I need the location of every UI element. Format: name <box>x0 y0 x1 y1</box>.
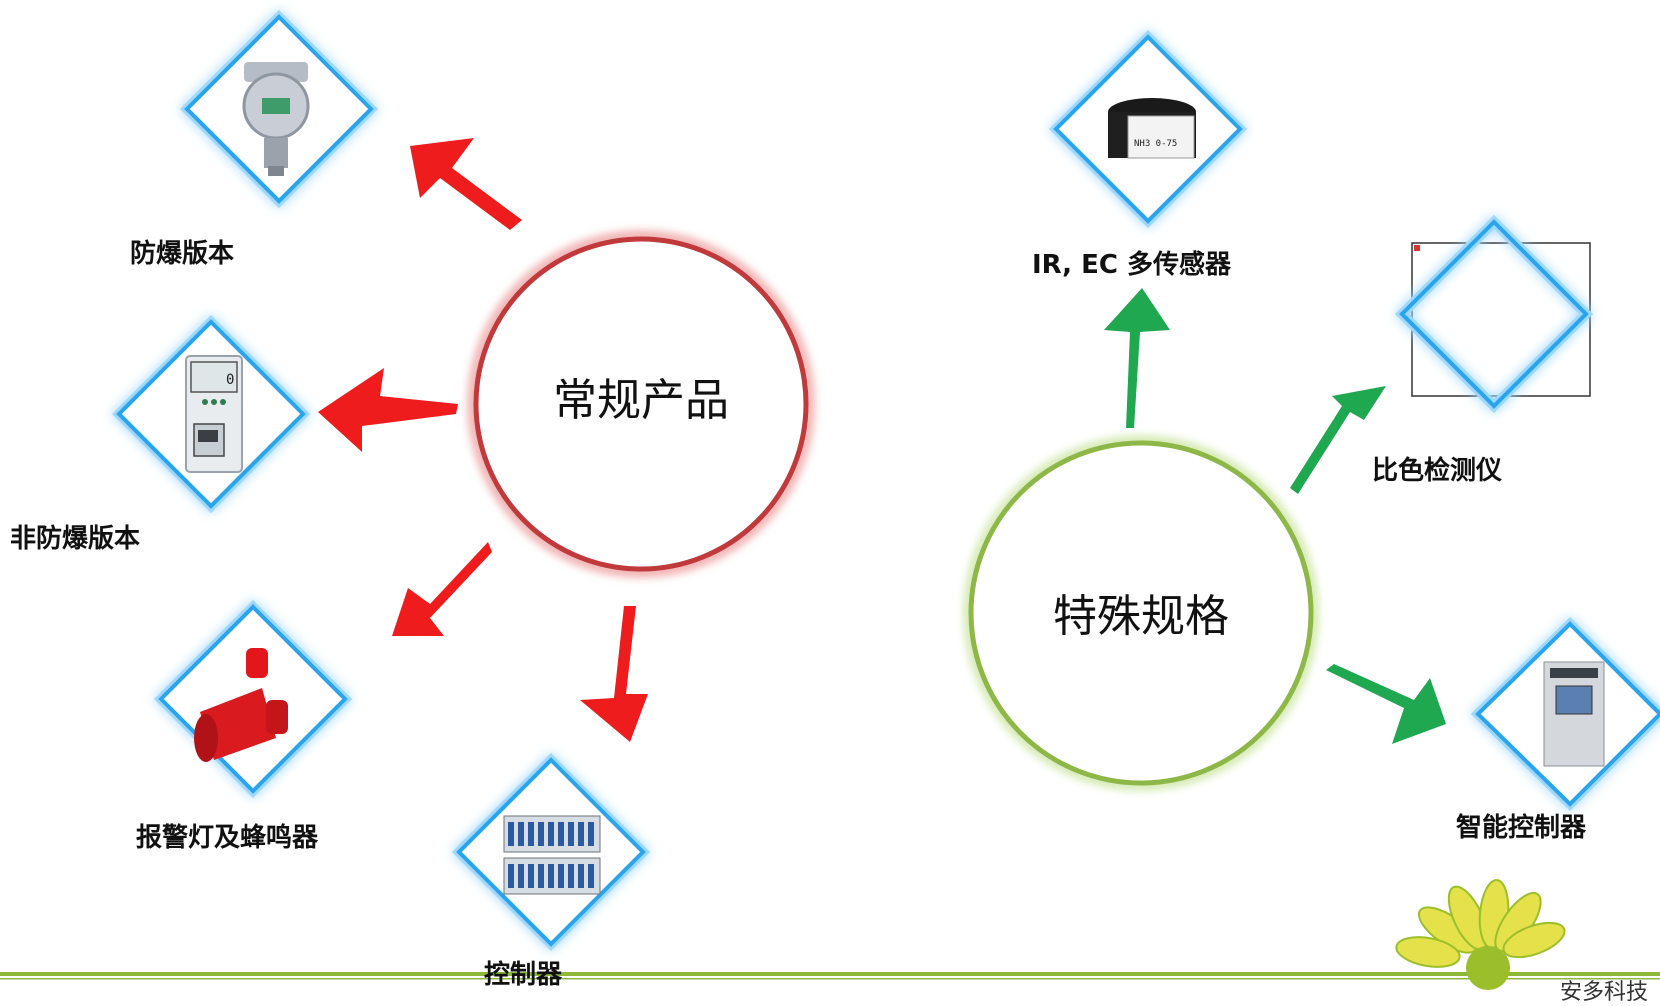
non-explosion-proof-detector-icon: 0 <box>185 355 243 473</box>
label-non-explosion-proof: 非防爆版本 <box>10 524 141 554</box>
label-alarm-light: 报警灯及蜂鸣器 <box>136 823 319 853</box>
green-arrow-up-right <box>1290 386 1386 494</box>
diamond-alarm-light <box>153 599 353 799</box>
diamond-multi-sensor: NH3 0-75 <box>1048 29 1248 229</box>
label-colorimetric: 比色检测仪 <box>1372 456 1503 486</box>
company-logo-icon <box>1395 879 1566 990</box>
alarm-light-siren-icon <box>194 648 288 762</box>
label-explosion-proof: 防爆版本 <box>130 239 235 269</box>
diamond-explosion-proof <box>179 9 379 209</box>
diamond-smart-controller <box>1470 616 1660 812</box>
footer-line <box>0 972 1660 976</box>
multi-sensor-icon: NH3 0-75 <box>1108 98 1196 159</box>
red-arrow-down <box>580 606 648 742</box>
label-multi-sensor: IR, EC 多传感器 <box>1032 250 1231 280</box>
diamond-colorimetric <box>1394 214 1594 414</box>
green-arrow-down-right <box>1326 664 1446 744</box>
regular-hub-circle <box>467 230 815 578</box>
regular-hub-title: 常规产品 <box>553 375 729 426</box>
footer-company-text: 安多科技 <box>1560 980 1649 1005</box>
svg-text:NH3 0-75: NH3 0-75 <box>1134 139 1177 149</box>
red-arrow-up-left <box>410 138 522 230</box>
green-arrow-up <box>1104 288 1170 428</box>
label-controller: 控制器 <box>484 960 563 990</box>
diamond-controller <box>451 752 651 952</box>
controller-rack-icon <box>503 815 601 895</box>
explosion-proof-detector-icon <box>242 62 310 176</box>
label-smart-controller: 智能控制器 <box>1456 813 1587 843</box>
svg-text:0: 0 <box>226 372 234 388</box>
red-arrow-left <box>318 368 458 452</box>
special-hub-circle <box>963 435 1319 791</box>
smart-controller-cabinet-icon <box>1543 661 1605 767</box>
red-arrow-down-left <box>392 542 492 636</box>
special-hub-title: 特殊规格 <box>1053 591 1229 642</box>
diamond-non-explosion-proof: 0 <box>111 314 311 514</box>
